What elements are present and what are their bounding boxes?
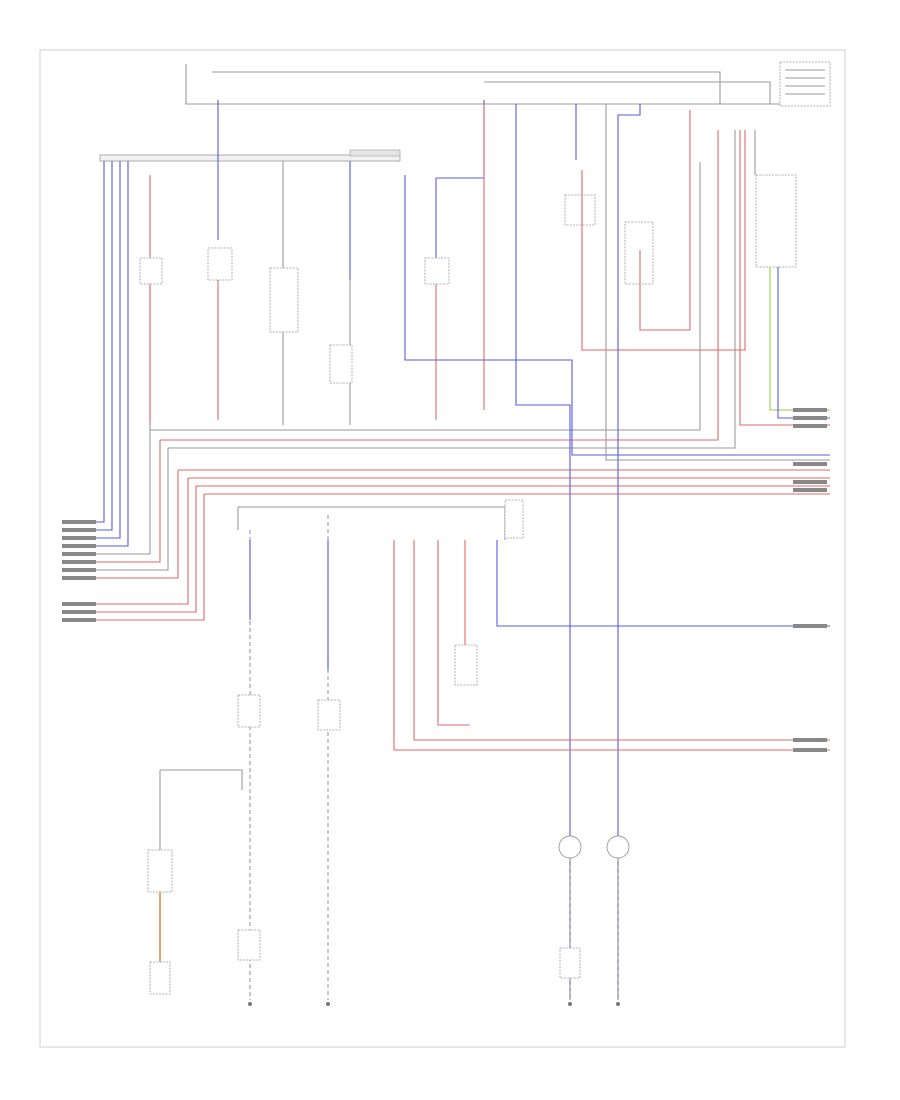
upper-left-columns — [139, 100, 830, 456]
lower-right-bulbs — [558, 835, 630, 1000]
lower-left-columns — [147, 515, 341, 1000]
page-frame — [39, 49, 846, 1048]
left-connector-pins — [62, 520, 96, 622]
middle-joint-connector — [237, 499, 830, 751]
ground-symbols — [248, 1002, 620, 1006]
top-splice-bus — [185, 61, 831, 107]
right-connector-pins — [793, 408, 827, 752]
left-bundle — [68, 130, 830, 621]
upper-right-columns — [483, 104, 830, 1000]
left-joint-connector — [99, 149, 401, 162]
